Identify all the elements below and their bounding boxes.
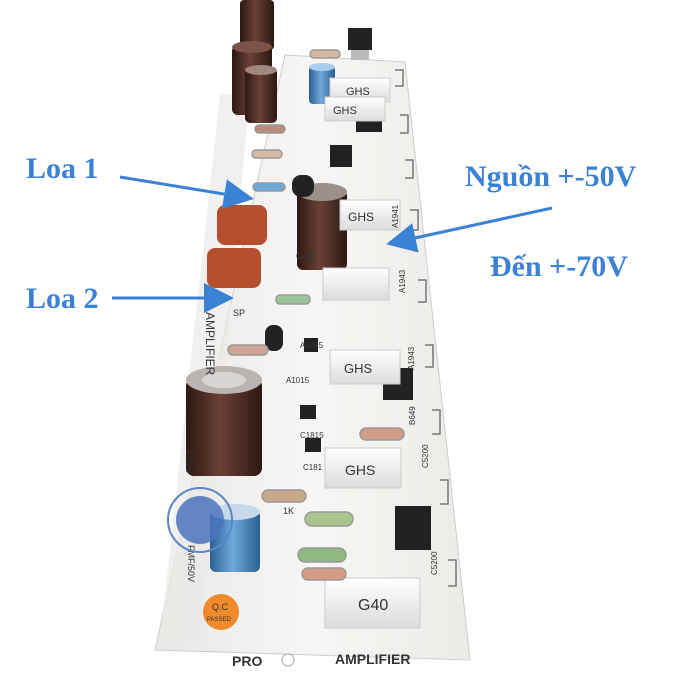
pcb-pads-right xyxy=(395,69,457,587)
pcb-cap-value: FMF/50V xyxy=(186,545,196,582)
pcb-title-amplifier: AMPLIFIER xyxy=(335,651,410,667)
svg-text:Q.C: Q.C xyxy=(212,602,229,612)
svg-text:GHS: GHS xyxy=(345,462,375,478)
arrow-speaker1 xyxy=(119,175,254,209)
speaker1-label: Loa 1 xyxy=(26,152,99,185)
svg-text:GHS: GHS xyxy=(344,361,373,376)
speaker2-label: Loa 2 xyxy=(26,282,99,315)
svg-text:G40: G40 xyxy=(358,597,388,614)
pcb-cap-value-2: F/50V xyxy=(184,450,194,474)
pcb-part-c5200-a: C5200 xyxy=(421,444,430,468)
pcb-vertical-title: AMPLIFIER xyxy=(203,312,217,376)
capacitor-blue-top xyxy=(309,63,335,104)
brand-logo xyxy=(167,487,233,553)
pcb-part-c1815: C1815 xyxy=(300,431,324,440)
svg-text:GHS: GHS xyxy=(348,210,374,224)
pcb-part-1k: 1K xyxy=(283,506,294,516)
power-resistor-2: GHS xyxy=(324,96,386,122)
small-resistors xyxy=(227,49,405,581)
power-resistor-7: G40 xyxy=(324,577,421,629)
svg-text:GHS: GHS xyxy=(346,86,370,98)
film-capacitor-2 xyxy=(207,248,261,288)
mounting-hole xyxy=(281,653,295,667)
power-resistor-6: GHS xyxy=(324,447,402,489)
film-capacitor-1 xyxy=(217,205,267,245)
svg-text:GHS: GHS xyxy=(333,105,357,117)
pcb-part-a1015-b: A1015 xyxy=(286,376,310,385)
capacitor-large-left xyxy=(186,366,262,476)
pcb-sp-label: SP xyxy=(233,308,245,318)
pcb-gnd-label: GND xyxy=(296,251,317,261)
pcb-part-c5200-b: C5200 xyxy=(430,551,439,575)
pcb-part-a1015-a: A1015 xyxy=(300,341,324,350)
capacitor-top-1 xyxy=(240,0,274,50)
power-resistor-5: GHS xyxy=(329,349,401,385)
pcb-part-b649: B649 xyxy=(408,406,417,425)
pcb-part-a1943-a: A1943 xyxy=(398,269,407,293)
pcb-part-a1943-b: A1943 xyxy=(407,346,416,370)
pcb-title-pro: PRO xyxy=(232,653,262,669)
power-range-label: Đến +-70V xyxy=(490,250,628,283)
capacitor-top-3 xyxy=(245,65,277,123)
power-resistor-4 xyxy=(322,267,390,301)
qc-sticker: Q.C PASSED xyxy=(203,594,239,630)
power-resistor-3: GHS xyxy=(339,199,401,231)
pcb-part-a1941: A1941 xyxy=(391,204,400,228)
svg-text:PASSED: PASSED xyxy=(207,617,232,623)
arrow-power xyxy=(386,206,553,253)
pcb-part-c181: C181 xyxy=(303,463,323,472)
power-supply-label: Nguồn +-50V xyxy=(465,160,637,193)
